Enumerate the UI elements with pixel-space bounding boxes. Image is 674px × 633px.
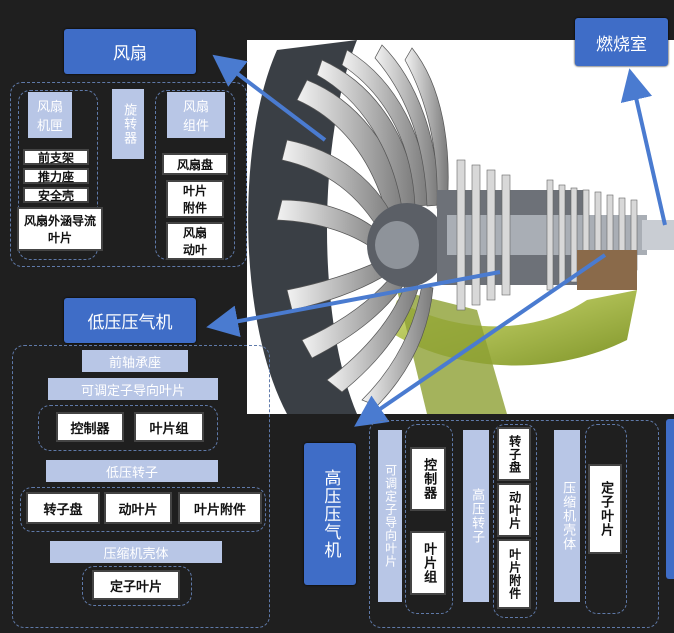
fan-blade: 风扇动叶 (166, 222, 224, 260)
arrow-fan (212, 54, 327, 142)
engine-cutaway-image (247, 40, 674, 414)
fan-casing-group (18, 90, 98, 260)
lpc-casing-group (82, 566, 192, 606)
hpc-blade-set: 叶片组 (410, 531, 446, 595)
blade-attachment: 叶片附件 (166, 180, 224, 218)
lpc-rotor-blade: 动叶片 (104, 492, 172, 524)
spinner-label: 旋转器 (112, 89, 144, 159)
combustor-title: 燃烧室 (575, 18, 668, 66)
hpc-vsv-group (405, 424, 453, 614)
fan-group (10, 82, 247, 267)
fan-assembly-label: 风扇组件 (167, 92, 225, 138)
fan-casing-part-ogv: 风扇外涵导流叶片 (17, 207, 103, 251)
fan-casing-part-thrust-mount: 推力座 (23, 168, 89, 184)
lpc-blade-attachment: 叶片附件 (178, 492, 262, 524)
hpc-title: 高压压气机 (304, 443, 356, 585)
hpc-vsv: 可调定子导向叶片 (378, 430, 402, 602)
engine-cutaway-graphic (247, 40, 674, 414)
hpc-stator-vane: 定子叶片 (588, 464, 622, 554)
fan-casing-part-containment: 安全壳 (23, 187, 89, 203)
lpc-rotor-disk: 转子盘 (26, 492, 100, 524)
hpc-controller: 控制器 (410, 447, 446, 511)
lpc-front-bearing: 前轴承座 (82, 350, 188, 372)
hpc-rotor-disk: 转子盘 (497, 427, 531, 481)
hpc-group (369, 420, 659, 628)
hpc-casing-group (585, 424, 627, 614)
arrow-lpc (206, 270, 501, 338)
lpc-vsv-group (38, 405, 218, 451)
fan-disk: 风扇盘 (162, 153, 228, 175)
hpc-rotor-group (493, 424, 537, 618)
lpc-casing: 压缩机壳体 (50, 541, 222, 563)
next-section-title-partial (666, 419, 674, 579)
hpc-rotor: 高压转子 (463, 430, 489, 602)
fan-casing-label: 风扇机匣 (28, 92, 72, 138)
lpc-rotor-group (20, 487, 266, 532)
hpc-blade-attachment: 叶片附件 (497, 539, 531, 609)
hpc-casing: 压缩机壳体 (554, 430, 580, 602)
fan-title: 风扇 (64, 29, 196, 74)
arrow-combustor (620, 68, 667, 226)
lpc-stator-vane: 定子叶片 (92, 570, 180, 600)
lpc-blade-set: 叶片组 (134, 412, 204, 442)
fan-casing-part-front-support: 前支架 (23, 149, 89, 165)
hpc-rotor-blade: 动叶片 (497, 483, 531, 537)
lpc-group (12, 345, 270, 628)
lpc-rotor: 低压转子 (46, 460, 218, 482)
lpc-controller: 控制器 (56, 412, 124, 442)
arrow-hpc (354, 253, 607, 427)
lpc-vsv: 可调定子导向叶片 (48, 378, 218, 400)
lpc-title: 低压压气机 (64, 298, 196, 343)
